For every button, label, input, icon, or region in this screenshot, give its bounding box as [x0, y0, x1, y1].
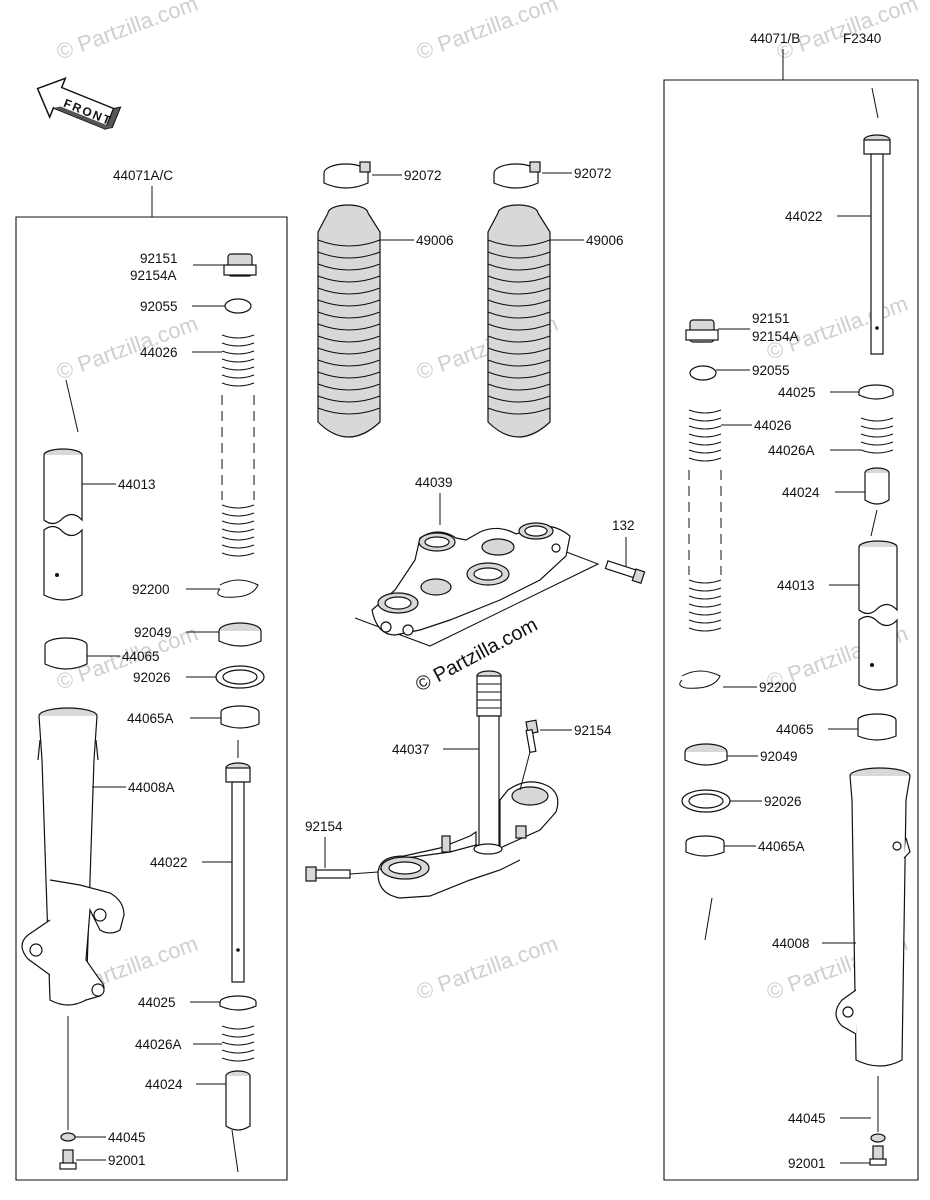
left-assembly-header: 44071A/C — [113, 168, 173, 183]
label-r-44026: 44026 — [754, 418, 792, 433]
label-r-44024: 44024 — [782, 485, 820, 500]
label-49006: 49006 — [416, 233, 454, 248]
label-92151: 92151 — [140, 251, 178, 266]
right-assembly-header: 44071/B — [750, 31, 800, 46]
label-r-44045: 44045 — [788, 1111, 826, 1126]
label-44024: 44024 — [145, 1077, 183, 1092]
label-92154-top: 92154 — [574, 723, 612, 738]
watermark: © Partzilla.com — [413, 931, 561, 1005]
label-r-92151: 92151 — [752, 311, 790, 326]
label-r-44065: 44065 — [776, 722, 814, 737]
upper-bracket-icon — [371, 522, 571, 636]
label-44026: 44026 — [140, 345, 178, 360]
label-44037: 44037 — [392, 742, 430, 757]
center-assembly: 92072 92072 49006 49006 44039 — [305, 161, 646, 899]
left-assembly: 44071A/C 92151 92154A 92055 44026 44013 — [15, 168, 288, 1181]
label-92154-left: 92154 — [305, 819, 343, 834]
label-92049: 92049 — [134, 625, 172, 640]
right-assembly: 44071/B 44022 92151 92154A 92055 44025 4… — [663, 31, 919, 1181]
label-44065: 44065 — [122, 649, 160, 664]
label-r-92049: 92049 — [760, 749, 798, 764]
label-44008A: 44008A — [128, 780, 175, 795]
watermark: © Partzilla.com — [53, 0, 201, 65]
label-r-44022: 44022 — [785, 209, 823, 224]
spring-icon — [221, 334, 255, 557]
label-r-92055: 92055 — [752, 363, 790, 378]
bolt-icon — [305, 866, 351, 882]
label-44065A: 44065A — [127, 711, 174, 726]
label-r-44008: 44008 — [772, 936, 810, 951]
label-44022: 44022 — [150, 855, 188, 870]
label-r-44065A: 44065A — [758, 839, 805, 854]
fork-boot-icon — [487, 204, 551, 438]
label-44026A: 44026A — [135, 1037, 182, 1052]
label-r-44026A: 44026A — [768, 443, 815, 458]
diagram-code: F2340 — [843, 31, 881, 46]
label-r-44013: 44013 — [777, 578, 815, 593]
label-92001: 92001 — [108, 1153, 146, 1168]
watermark: © Partzilla.com — [53, 311, 201, 385]
label-132: 132 — [612, 518, 635, 533]
label-44025: 44025 — [138, 995, 176, 1010]
label-r-92200: 92200 — [759, 680, 797, 695]
label-92200: 92200 — [132, 582, 170, 597]
label-92026: 92026 — [133, 670, 171, 685]
label-44039: 44039 — [415, 475, 453, 490]
label-44045: 44045 — [108, 1130, 146, 1145]
watermark: © Partzilla.com — [413, 0, 561, 65]
label-r-44025: 44025 — [778, 385, 816, 400]
label-49006-right: 49006 — [586, 233, 624, 248]
label-92072: 92072 — [404, 168, 442, 183]
fork-boot-icon — [317, 204, 381, 438]
steering-stem-icon — [377, 670, 559, 899]
label-r-92154A: 92154A — [752, 329, 799, 344]
label-44013: 44013 — [118, 477, 156, 492]
watermark: © Partzilla.com — [763, 291, 911, 365]
label-92055: 92055 — [140, 299, 178, 314]
label-r-92001: 92001 — [788, 1156, 826, 1171]
label-r-92026: 92026 — [764, 794, 802, 809]
front-arrow-icon: FRONT — [36, 76, 122, 130]
bolt-icon — [604, 560, 646, 585]
label-92072-right: 92072 — [574, 166, 612, 181]
label-92154A: 92154A — [130, 268, 177, 283]
bolt-icon — [525, 719, 539, 754]
